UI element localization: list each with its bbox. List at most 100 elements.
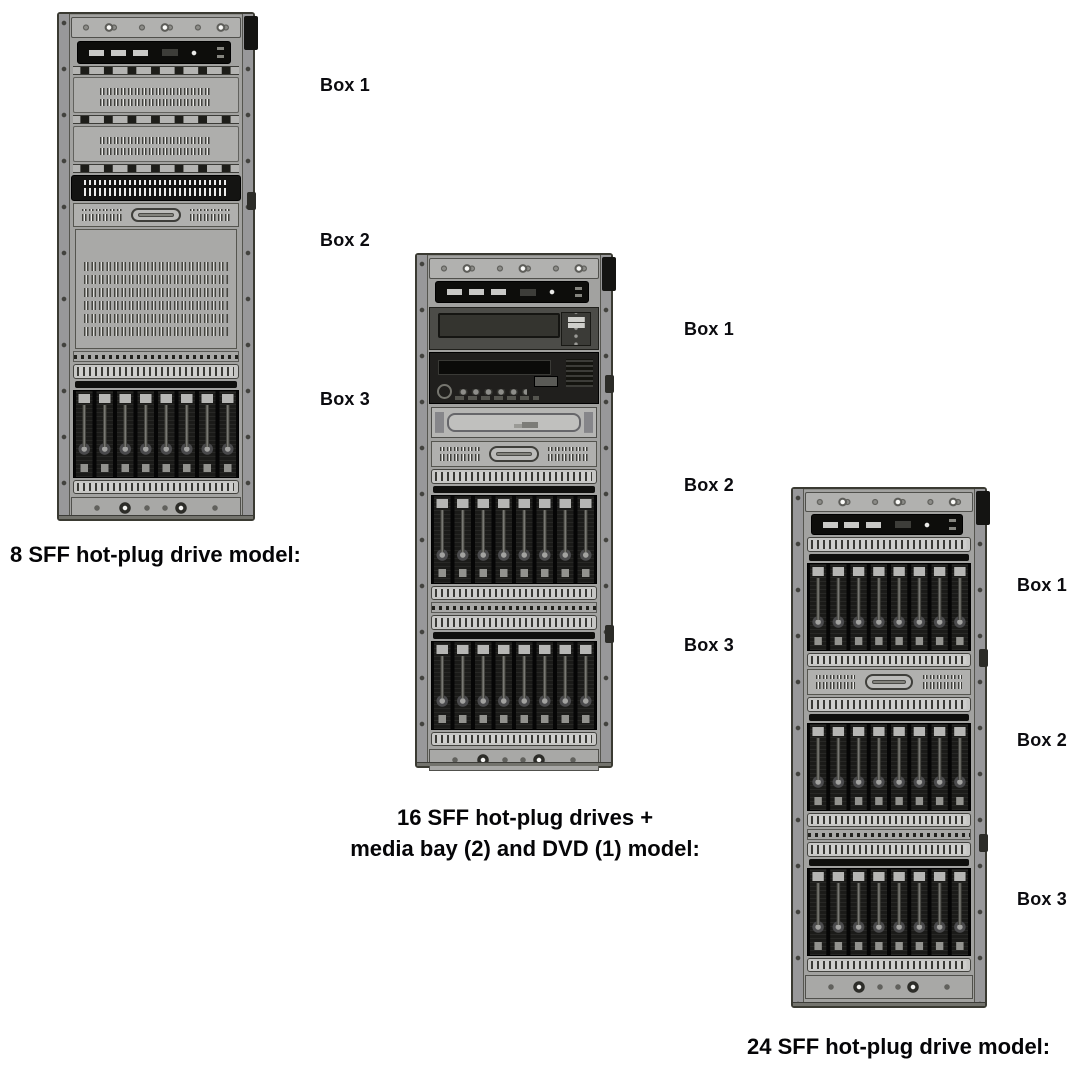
vent-slats	[548, 447, 588, 461]
box2-label-24sff: Box 2	[1017, 730, 1068, 750]
blank-drive-bay-panel	[75, 229, 237, 349]
divider-bar	[809, 859, 969, 866]
dvd-drive-bay	[431, 407, 597, 438]
chassis-rail-right	[242, 14, 253, 519]
chassis-rail-right	[600, 255, 611, 766]
vent-strip	[431, 469, 597, 484]
vent-strip	[73, 364, 239, 379]
chassis-rail-left	[793, 489, 804, 1006]
chassis-side-latch	[605, 375, 614, 393]
vent-strip	[807, 958, 971, 972]
vent-strip	[431, 586, 597, 600]
vented-bay-black	[71, 175, 241, 201]
bay-handle	[864, 674, 914, 690]
box3-label-24sff: Box 3	[1017, 889, 1068, 909]
perforated-strip	[807, 829, 971, 840]
server-tower-8sff	[57, 12, 258, 521]
handle-bay	[431, 441, 597, 467]
box1-label-24sff: Box 1	[1017, 575, 1068, 595]
tape-drive-text	[455, 396, 540, 400]
front-io-panel	[77, 41, 231, 64]
front-io-panel	[435, 281, 589, 303]
drive-cage-box-2	[807, 723, 971, 811]
chassis-rail-left	[417, 255, 428, 766]
vent-slats	[82, 209, 122, 221]
handle-bay	[807, 669, 971, 695]
vent-strip	[807, 653, 971, 667]
box3-label-16sff: Box 3	[684, 635, 735, 655]
chassis-latch-tab	[602, 257, 616, 291]
chassis-bottom-panel	[429, 749, 599, 771]
front-io-panel	[811, 514, 963, 535]
vent-strip	[807, 697, 971, 712]
vent-grid	[100, 133, 212, 155]
chassis-base-edge	[793, 1002, 985, 1006]
box2-label-8sff: Box 2	[320, 230, 371, 250]
chassis-latch-tab	[244, 16, 258, 50]
chassis-top-cap	[805, 492, 973, 512]
tape-drive-display	[533, 376, 558, 387]
tape-drive-bay	[429, 352, 599, 404]
vent-grid	[100, 84, 212, 106]
caption-16sff-line2: media bay (2) and DVD (1) model:	[350, 836, 700, 861]
divider-bar	[809, 714, 969, 721]
divider-bar	[433, 632, 595, 639]
tape-slot	[438, 360, 552, 375]
vent-strip	[807, 813, 971, 827]
drive-cage-8sff	[73, 390, 239, 478]
media-bay-device-1	[429, 307, 599, 350]
caption-16sff: 16 SFF hot-plug drives + media bay (2) a…	[320, 802, 730, 864]
bay-handle-grip	[871, 679, 907, 685]
chassis-bottom-panel	[805, 975, 973, 999]
box2-label-16sff: Box 2	[684, 475, 735, 495]
bay-handle	[131, 208, 181, 222]
server-tower-16sff	[415, 253, 616, 771]
chassis-top-cap	[71, 17, 241, 38]
vent-strip	[431, 732, 597, 746]
vent-slats	[923, 675, 962, 689]
divider-bar	[433, 486, 595, 493]
tape-drive-buttons	[456, 389, 528, 395]
perforated-strip	[431, 602, 597, 613]
vent-strip	[807, 537, 971, 552]
chassis-base-edge	[417, 762, 611, 766]
chassis-side-latch	[247, 192, 256, 210]
bay-mounting-rail	[73, 164, 239, 173]
chassis-top-cap	[429, 258, 599, 279]
vent-slats	[83, 180, 229, 196]
drive-cage-box-2	[431, 495, 597, 584]
bay-mounting-rail	[73, 115, 239, 124]
chassis-rail-left	[59, 14, 70, 519]
media-slot	[438, 312, 560, 339]
handle-bay	[73, 203, 239, 227]
vented-blank-bay-1	[73, 77, 239, 113]
dvd-tray	[446, 413, 582, 432]
tape-drive-grill	[566, 359, 593, 387]
chassis-side-latch	[979, 649, 988, 667]
caption-24sff: 24 SFF hot-plug drive model:	[747, 1034, 1051, 1059]
vent-strip	[431, 615, 597, 630]
vent-slats	[440, 447, 480, 461]
chassis-side-latch	[979, 834, 988, 852]
box1-label-8sff: Box 1	[320, 75, 371, 95]
chassis-rail-right	[974, 489, 985, 1006]
perforated-strip	[73, 351, 239, 362]
bay-mounting-rail	[73, 66, 239, 75]
vent-slats	[816, 675, 855, 689]
media-control-panel	[560, 312, 592, 347]
chassis-latch-tab	[976, 491, 990, 525]
chassis-base-edge	[59, 515, 253, 519]
brand-logo-mark	[436, 383, 452, 399]
bay-handle-grip	[496, 451, 532, 457]
divider-bar	[809, 554, 969, 561]
vent-grid	[84, 260, 228, 336]
vented-blank-bay-2	[73, 126, 239, 162]
caption-8sff: 8 SFF hot-plug drive model:	[10, 542, 301, 567]
bay-handle	[489, 446, 539, 462]
vent-slats	[190, 209, 230, 221]
box1-label-16sff: Box 1	[684, 319, 735, 339]
drive-cage-box-1	[807, 563, 971, 651]
bay-handle-grip	[138, 213, 174, 217]
server-tower-24sff	[791, 487, 990, 1008]
